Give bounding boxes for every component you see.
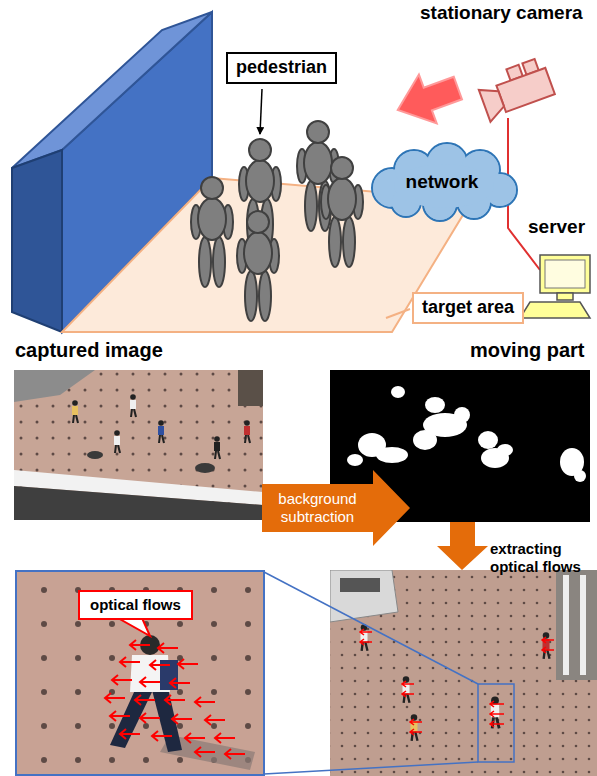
step-label: extracting optical flows xyxy=(490,540,594,576)
text-group: background subtraction xyxy=(262,490,373,526)
panel-title: captured image xyxy=(15,338,163,362)
callout-box: pedestrian xyxy=(226,52,337,84)
node-text: network xyxy=(406,171,479,194)
callout-box: optical flows xyxy=(78,590,193,620)
callout-box: target area xyxy=(412,292,524,324)
process-arrow: background subtraction xyxy=(262,470,410,546)
node-text: optical flows xyxy=(90,596,181,614)
device-label: stationary camera xyxy=(420,2,583,25)
network-cloud: network xyxy=(362,142,522,222)
text-group: network xyxy=(362,171,522,194)
node-text: pedestrian xyxy=(236,57,327,79)
text-group: target area xyxy=(422,297,514,319)
node-text: background subtraction xyxy=(262,490,373,526)
node-text: target area xyxy=(422,297,514,319)
text-group: pedestrian xyxy=(236,57,327,79)
panel-title: moving part xyxy=(470,338,584,362)
text-group: optical flows xyxy=(90,596,181,614)
device-label: server xyxy=(528,216,585,239)
